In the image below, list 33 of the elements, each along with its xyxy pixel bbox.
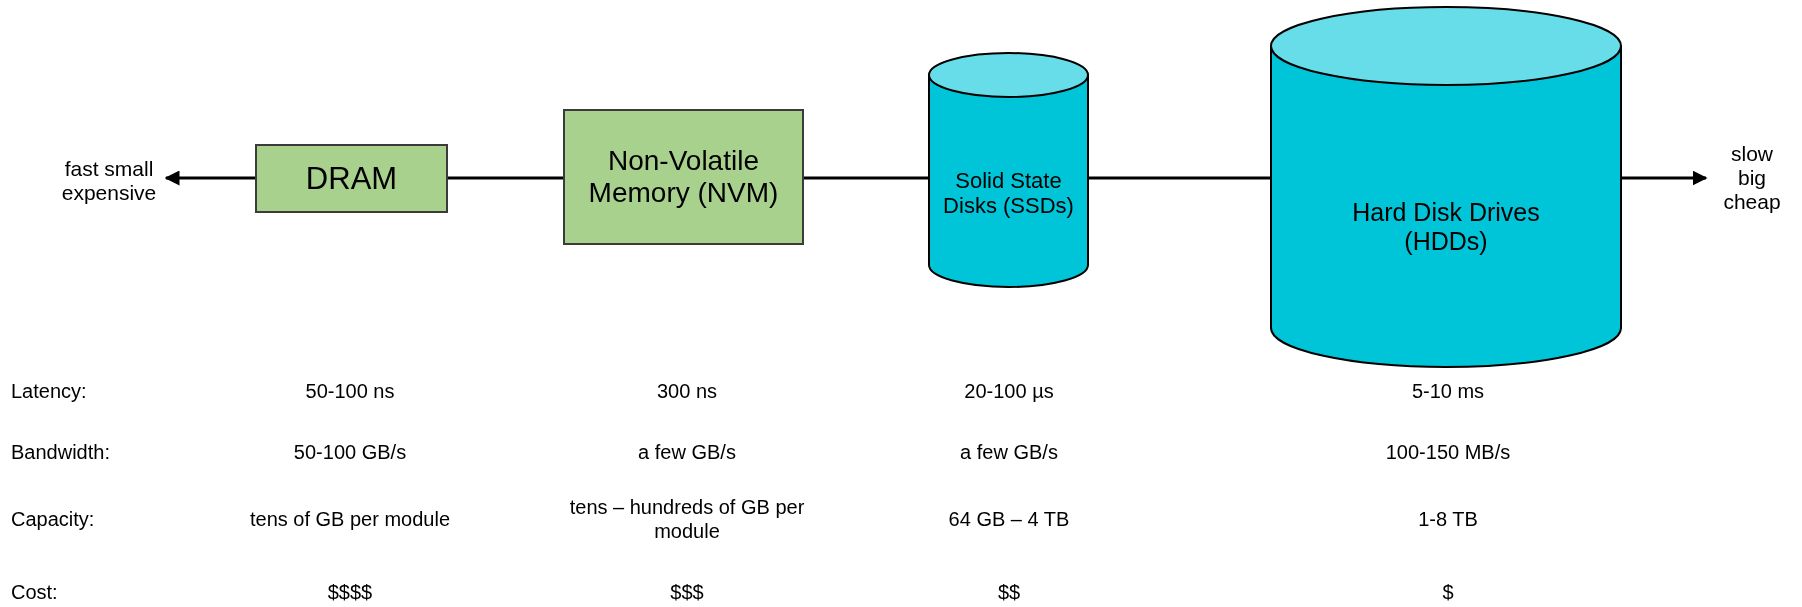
row-header: Cost: (11, 580, 58, 604)
table-value: 100-150 MB/s (1385, 440, 1511, 464)
table-value: a few GB/s (960, 440, 1058, 464)
table-value: a few GB/s (637, 440, 737, 464)
table-value: 50-100 ns (305, 379, 395, 403)
node-label: DRAM (305, 160, 398, 197)
table-value: 50-100 GB/s (293, 440, 407, 464)
table-value: 64 GB – 4 TB (948, 507, 1070, 531)
row-header: Capacity: (11, 507, 95, 531)
table-value: tens – hundreds of GB per module (568, 495, 806, 543)
table-value: $ (1442, 580, 1454, 604)
node-label: Solid State Disks (SSDs) (942, 167, 1075, 219)
node-label: Hard Disk Drives (HDDs) (1351, 198, 1541, 256)
memory-box (563, 109, 804, 245)
connector-line (1089, 176, 1270, 180)
node-label: Non-Volatile Memory (NVM) (587, 144, 780, 210)
connector-line (804, 176, 928, 180)
table-value: $$$ (669, 580, 705, 604)
end-label: slow big cheap (1723, 141, 1781, 215)
row-header: Bandwidth: (11, 440, 110, 464)
table-value: 300 ns (655, 379, 719, 403)
connector-line (448, 176, 563, 180)
arrow (1622, 170, 1708, 186)
table-value: 5-10 ms (1411, 379, 1485, 403)
table-value: $$$$ (327, 580, 373, 604)
memory-box (255, 144, 448, 213)
table-value: 20-100 µs (964, 379, 1054, 403)
arrow (164, 170, 255, 186)
end-label: fast small expensive (61, 156, 157, 206)
table-value: $$ (997, 580, 1021, 604)
table-value: tens of GB per module (249, 507, 451, 531)
table-value: 1-8 TB (1418, 507, 1478, 531)
row-header: Latency: (11, 379, 87, 403)
